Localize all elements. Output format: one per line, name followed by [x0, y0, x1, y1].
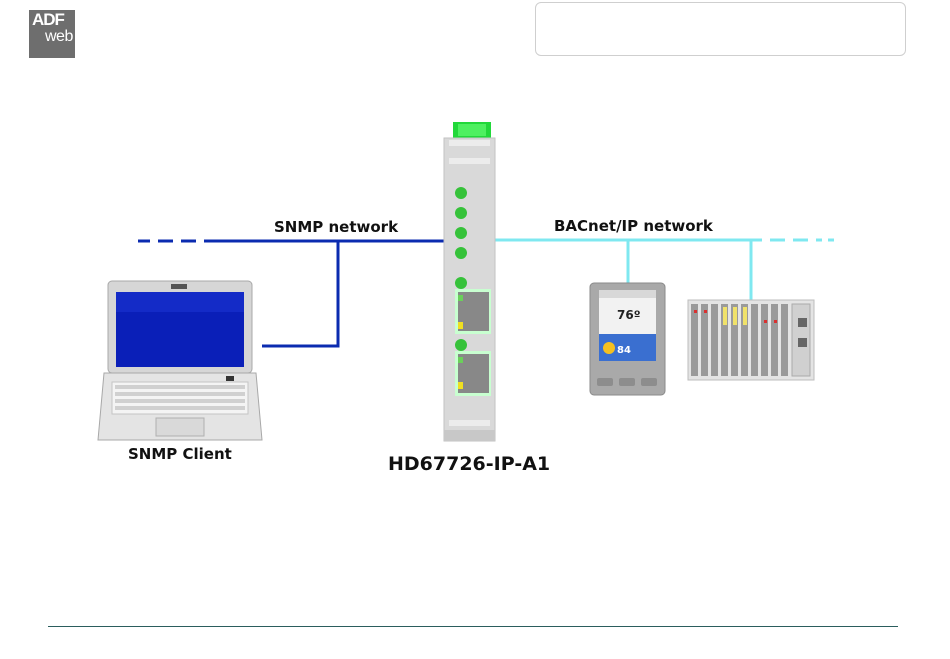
io-module-icon [688, 300, 814, 380]
footer-divider [48, 626, 898, 627]
thermostat-temperature: 76º [617, 308, 641, 322]
thermostat-outdoor-temp: 84 [617, 345, 631, 356]
thermostat-icon [590, 283, 665, 395]
bacnet-network-label: BACnet/IP network [554, 217, 714, 235]
snmp-client-label: SNMP Client [128, 445, 232, 463]
laptop-icon [98, 281, 262, 440]
gateway-device-icon [444, 122, 495, 441]
gateway-model-label: HD67726-IP-A1 [388, 453, 550, 475]
snmp-network-label: SNMP network [274, 218, 399, 236]
